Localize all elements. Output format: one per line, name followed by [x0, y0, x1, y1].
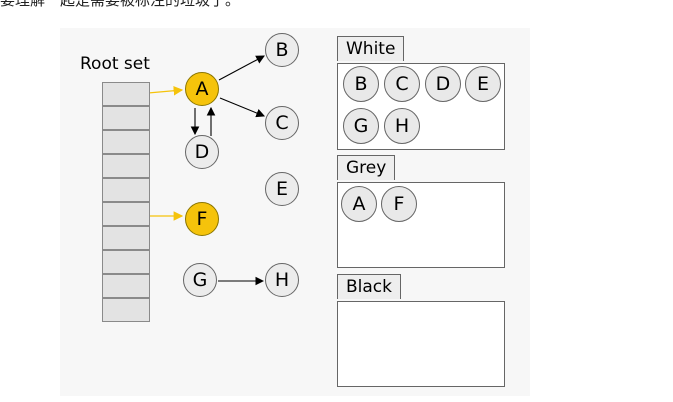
root-cell: [102, 202, 150, 226]
white-set-box: B C D E G H: [337, 63, 505, 150]
node-h: H: [265, 263, 299, 297]
root-cell: [102, 226, 150, 250]
node-f: F: [185, 202, 219, 236]
root-set-label: Root set: [80, 54, 150, 74]
root-cell: [102, 178, 150, 202]
root-cell: [102, 250, 150, 274]
grey-set-box: A F: [337, 182, 505, 268]
root-cell: [102, 298, 150, 322]
root-cell: [102, 82, 150, 106]
node-d: D: [185, 135, 219, 169]
node-a: A: [185, 72, 219, 106]
white-set-tab: White: [337, 36, 405, 61]
root-cell: [102, 106, 150, 130]
root-cell: [102, 274, 150, 298]
node-e: E: [265, 172, 299, 206]
node-c: C: [265, 106, 299, 140]
black-set-box: [337, 301, 505, 387]
edge-a-b: [218, 55, 265, 81]
white-member: E: [465, 66, 501, 102]
page-caption: 要理解一起是需要被标注的垃圾了。: [0, 0, 241, 9]
grey-member: F: [381, 186, 417, 222]
node-g: G: [183, 263, 217, 297]
white-member: H: [384, 108, 420, 144]
white-member: D: [425, 66, 461, 102]
node-b: B: [265, 33, 299, 67]
white-member: C: [384, 66, 420, 102]
edge-a-c: [219, 97, 266, 118]
root-edge-a: [147, 85, 184, 96]
root-cell: [102, 154, 150, 178]
grey-member: A: [341, 186, 377, 222]
white-member: B: [343, 66, 379, 102]
grey-set-tab: Grey: [337, 155, 396, 180]
white-member: G: [343, 108, 379, 144]
root-cell: [102, 130, 150, 154]
black-set-tab: Black: [337, 274, 401, 299]
